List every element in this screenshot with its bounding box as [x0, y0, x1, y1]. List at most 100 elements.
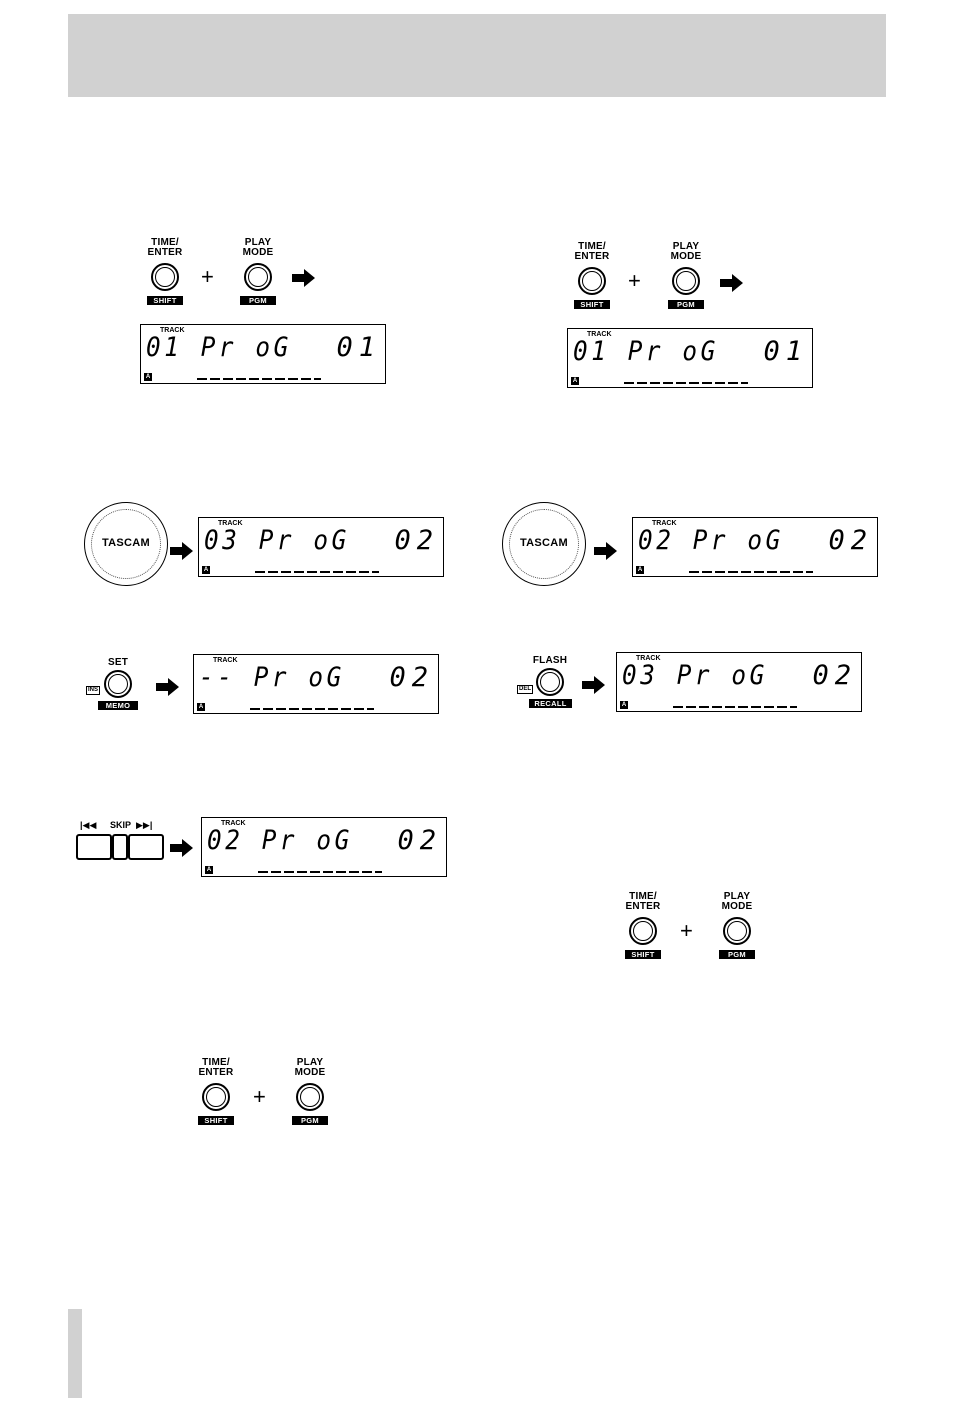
play-mode-button[interactable]	[244, 263, 272, 291]
lcd-a-indicator: A	[144, 373, 152, 381]
lcd-dash-row	[689, 571, 813, 573]
jog-wheel-ring	[509, 509, 579, 579]
lcd-main-text: 03 Pr oG	[204, 525, 350, 556]
track-label: TRACK	[218, 520, 243, 527]
lcd-number: 02	[812, 660, 857, 691]
lcd-display-7: TRACK 02 Pr oG 02 A	[201, 817, 447, 877]
jog-wheel-ring	[91, 509, 161, 579]
lcd-number: 02	[389, 662, 434, 693]
skip-label: SKIP	[110, 820, 132, 830]
right-arrow-icon	[292, 269, 315, 287]
lcd-number: 02	[394, 525, 439, 556]
lcd-a-indicator: A	[202, 566, 210, 574]
lcd-main-text: 02 Pr oG	[638, 525, 784, 556]
memo-label: MEMO	[98, 701, 138, 710]
shift-label: SHIFT	[198, 1116, 234, 1125]
time-enter-label: TIME/ ENTER	[625, 891, 661, 912]
play-mode-button[interactable]	[723, 917, 751, 945]
lcd-display-5: TRACK -- Pr oG 02 A	[193, 654, 439, 714]
flash-button[interactable]	[536, 668, 564, 696]
pgm-label: PGM	[668, 300, 704, 309]
right-arrow-icon	[156, 678, 179, 696]
lcd-display-1: TRACK 01 Pr oG 01 A	[140, 324, 386, 384]
lcd-main-text: 01 Pr oG	[573, 336, 719, 367]
time-enter-label: TIME/ ENTER	[198, 1057, 234, 1078]
play-mode-label: PLAY MODE	[242, 237, 274, 258]
shift-label: SHIFT	[625, 950, 661, 959]
lcd-display-3: TRACK 03 Pr oG 02 A	[198, 517, 444, 577]
ins-label: INS	[86, 686, 101, 695]
header-band	[68, 14, 886, 97]
lcd-dash-row	[673, 706, 797, 708]
time-enter-label: TIME/ ENTER	[574, 241, 610, 262]
play-mode-label: PLAY MODE	[721, 891, 753, 912]
right-arrow-icon	[582, 676, 605, 694]
lcd-display-6: TRACK 03 Pr oG 02 A	[616, 652, 862, 712]
tascam-logo: TASCAM	[101, 537, 151, 549]
track-label: TRACK	[587, 331, 612, 338]
pgm-label: PGM	[292, 1116, 328, 1125]
lcd-number: 02	[397, 825, 442, 856]
jog-wheel[interactable]: TASCAM	[502, 502, 586, 586]
skip-next-icon: ▶▶|	[136, 820, 153, 830]
lcd-number: 01	[763, 336, 808, 367]
track-label: TRACK	[160, 327, 185, 334]
del-label: DEL	[517, 685, 533, 694]
right-arrow-icon	[170, 839, 193, 857]
lcd-number: 01	[336, 332, 381, 363]
lcd-number: 02	[828, 525, 873, 556]
time-enter-label: TIME/ ENTER	[147, 237, 183, 258]
pgm-label: PGM	[240, 296, 276, 305]
lcd-a-indicator: A	[205, 866, 213, 874]
time-enter-button[interactable]	[151, 263, 179, 291]
lcd-display-4: TRACK 02 Pr oG 02 A	[632, 517, 878, 577]
skip-button-group: |◀◀ SKIP ▶▶|	[76, 818, 164, 862]
time-enter-button[interactable]	[202, 1083, 230, 1111]
lcd-a-indicator: A	[620, 701, 628, 709]
track-label: TRACK	[652, 520, 677, 527]
right-arrow-icon	[170, 542, 193, 560]
lcd-a-indicator: A	[197, 703, 205, 711]
time-enter-button[interactable]	[578, 267, 606, 295]
skip-center-divider	[112, 834, 128, 860]
skip-prev-button[interactable]	[76, 834, 112, 860]
lcd-main-text: 03 Pr oG	[622, 660, 768, 691]
lcd-a-indicator: A	[571, 377, 579, 385]
set-label: SET	[107, 657, 129, 668]
time-enter-button[interactable]	[629, 917, 657, 945]
lcd-dash-row	[624, 382, 748, 384]
tascam-logo: TASCAM	[519, 537, 569, 549]
plus-sign: +	[628, 268, 641, 293]
flash-label: FLASH	[532, 655, 568, 666]
pgm-label: PGM	[719, 950, 755, 959]
track-label: TRACK	[636, 655, 661, 662]
track-label: TRACK	[221, 820, 246, 827]
play-mode-button[interactable]	[296, 1083, 324, 1111]
lcd-dash-row	[197, 378, 321, 380]
skip-next-button[interactable]	[128, 834, 164, 860]
set-button[interactable]	[104, 670, 132, 698]
plus-sign: +	[201, 264, 214, 289]
shift-label: SHIFT	[574, 300, 610, 309]
play-mode-label: PLAY MODE	[670, 241, 702, 262]
lcd-main-text: -- Pr oG	[199, 662, 345, 693]
lcd-display-2: TRACK 01 Pr oG 01 A	[567, 328, 813, 388]
right-arrow-icon	[720, 274, 743, 292]
skip-prev-icon: |◀◀	[80, 820, 97, 830]
lcd-dash-row	[255, 571, 379, 573]
recall-label: RECALL	[529, 699, 572, 708]
play-mode-label: PLAY MODE	[294, 1057, 326, 1078]
lcd-a-indicator: A	[636, 566, 644, 574]
play-mode-button[interactable]	[672, 267, 700, 295]
right-arrow-icon	[594, 542, 617, 560]
jog-wheel[interactable]: TASCAM	[84, 502, 168, 586]
page-side-bar	[68, 1309, 82, 1398]
plus-sign: +	[253, 1084, 266, 1109]
lcd-main-text: 02 Pr oG	[207, 825, 353, 856]
lcd-dash-row	[258, 871, 382, 873]
lcd-dash-row	[250, 708, 374, 710]
plus-sign: +	[680, 918, 693, 943]
lcd-main-text: 01 Pr oG	[146, 332, 292, 363]
track-label: TRACK	[213, 657, 238, 664]
shift-label: SHIFT	[147, 296, 183, 305]
